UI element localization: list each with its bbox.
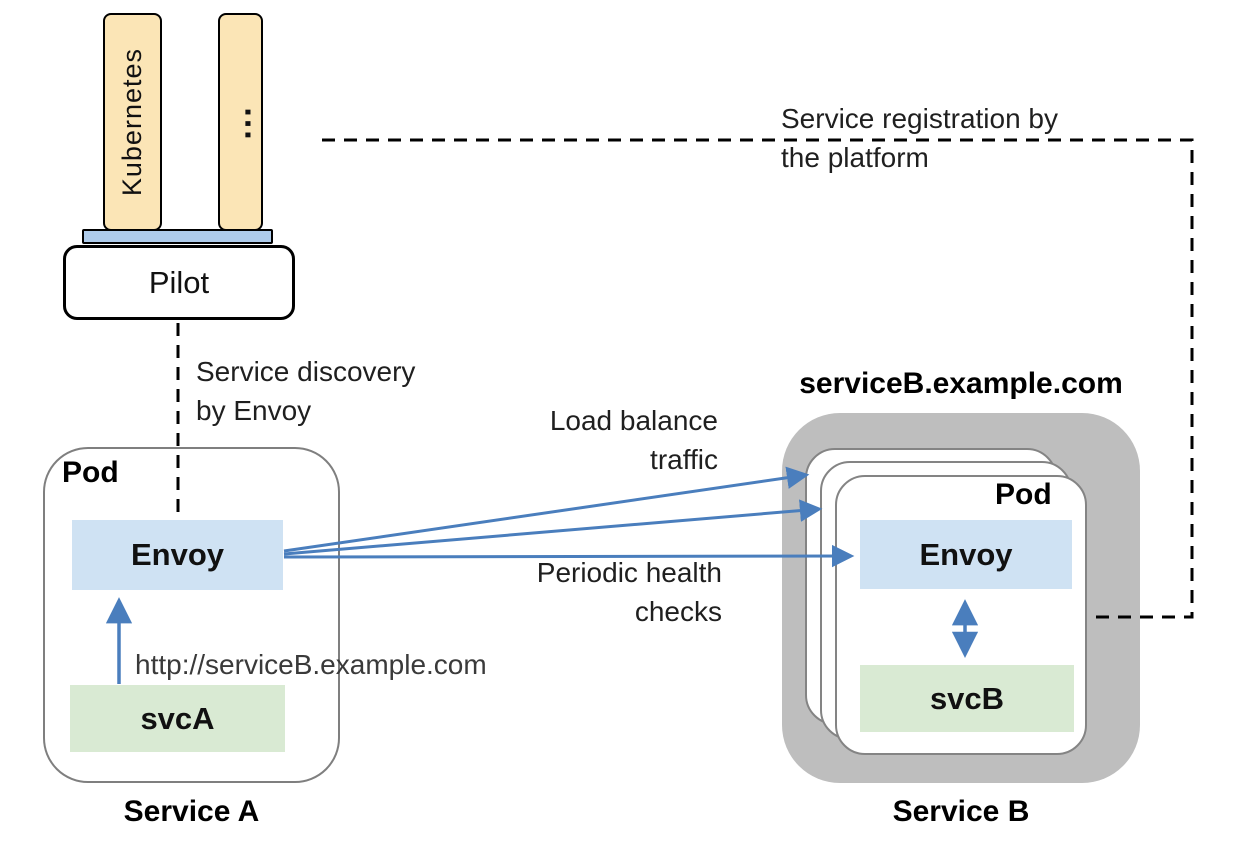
service-b-caption: Service B (892, 795, 1030, 828)
pilot-label: Pilot (148, 264, 210, 300)
service-b-pod-label: Pod (995, 478, 1052, 511)
service-b-domain-label: serviceB.example.com (799, 367, 1123, 400)
envoy-a-box: Envoy (72, 520, 283, 590)
load-balance-arrow-2 (283, 499, 823, 556)
platform-adapter-strip (82, 229, 273, 244)
pilot-box: Pilot (63, 245, 295, 320)
health-checks-note: Periodic health checks (536, 557, 722, 627)
other-platforms-bar: ... (218, 13, 263, 231)
ellipsis-label: ... (221, 104, 259, 140)
svca-label: svcA (140, 700, 215, 736)
envoy-b-box: Envoy (860, 520, 1072, 589)
service-discovery-note: Service discovery by Envoy (196, 356, 416, 426)
request-url-note: http://serviceB.example.com (135, 649, 487, 680)
envoy-a-label: Envoy (130, 537, 225, 572)
svcb-label: svcB (929, 680, 1005, 716)
kubernetes-platform-bar: Kubernetes (103, 13, 162, 231)
svcb-box: svcB (860, 665, 1074, 732)
service-registration-note: Service registration by the platform (781, 103, 1059, 173)
load-balance-note: Load balance traffic (549, 405, 718, 475)
envoy-b-label: Envoy (919, 536, 1013, 572)
service-a-caption: Service A (123, 795, 260, 828)
service-a-pod-label: Pod (62, 456, 119, 489)
kubernetes-label: Kubernetes (117, 47, 147, 197)
svca-box: svcA (70, 685, 285, 752)
load-balance-arrow-1 (283, 466, 810, 553)
